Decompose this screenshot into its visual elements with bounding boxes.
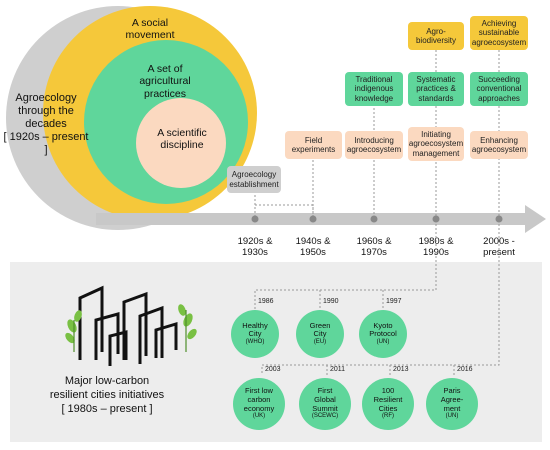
decade-label-1920s: 1920s &1930s [237, 236, 273, 258]
timeline-dot [309, 215, 317, 223]
nested-circles-graphic [6, 6, 257, 230]
practices-label: A set of agricultural practices [139, 63, 191, 100]
year-label-1986: 1986 [258, 298, 274, 305]
year-label-2011: 2011 [330, 366, 346, 373]
discipline-label: A scientific discipline [157, 127, 207, 152]
agroecology-circles [6, 6, 257, 230]
year-label-2016: 2016 [457, 366, 473, 373]
peach-circle [136, 98, 226, 188]
year-label-1997: 1997 [386, 298, 402, 305]
social-movement-label: A social movement [125, 17, 175, 42]
year-label-2003: 2003 [265, 366, 281, 373]
timeline-dot [432, 215, 440, 223]
agro-biodiversity-box: Agro-biodiversity [408, 22, 464, 50]
year-label-1990: 1990 [323, 298, 339, 305]
decade-label-1960s: 1960s &1970s [356, 236, 392, 258]
timeline-dot [495, 215, 503, 223]
timeline-dot [370, 215, 378, 223]
timeline-arrow [96, 205, 546, 233]
decade-label-1940s: 1940s &1950s [295, 236, 331, 258]
agroecology-center-label: Agroecology through the decades [ 1920s … [3, 92, 89, 156]
cities-caption: Major low-carbon resilient cities initia… [49, 375, 165, 415]
city-buildings-icon [65, 285, 197, 366]
year-label-2013: 2013 [393, 366, 409, 373]
timeline-dot [251, 215, 259, 223]
